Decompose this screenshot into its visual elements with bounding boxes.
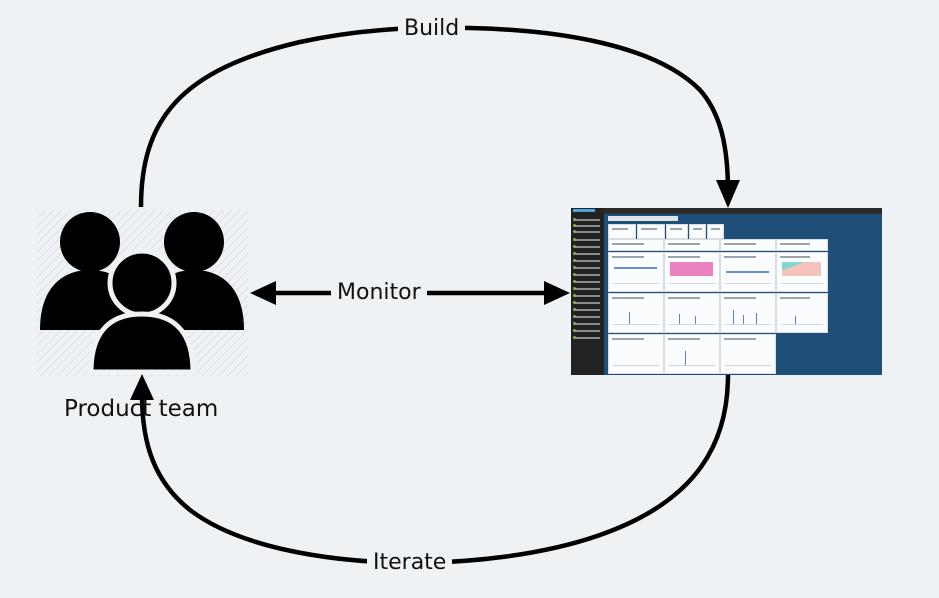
monitor-arrowhead-left: [250, 281, 276, 305]
build-arrowhead: [716, 180, 740, 208]
dashboard-sidebar: [571, 208, 604, 375]
product-team-label: Product team: [64, 396, 219, 422]
people-group-icon: [40, 212, 244, 375]
dashboard-topbar: [571, 208, 882, 214]
iterate-label: Iterate: [367, 550, 453, 576]
iterate-arrowhead: [130, 374, 154, 400]
monitor-label: Monitor: [331, 280, 427, 306]
build-arrow: [138, 25, 731, 208]
dashboard-title: [608, 216, 678, 221]
iterate-arrow: [139, 374, 731, 566]
dashboard-screenshot: [571, 208, 882, 375]
build-label: Build: [398, 16, 466, 42]
monitor-arrowhead-right: [544, 281, 570, 305]
